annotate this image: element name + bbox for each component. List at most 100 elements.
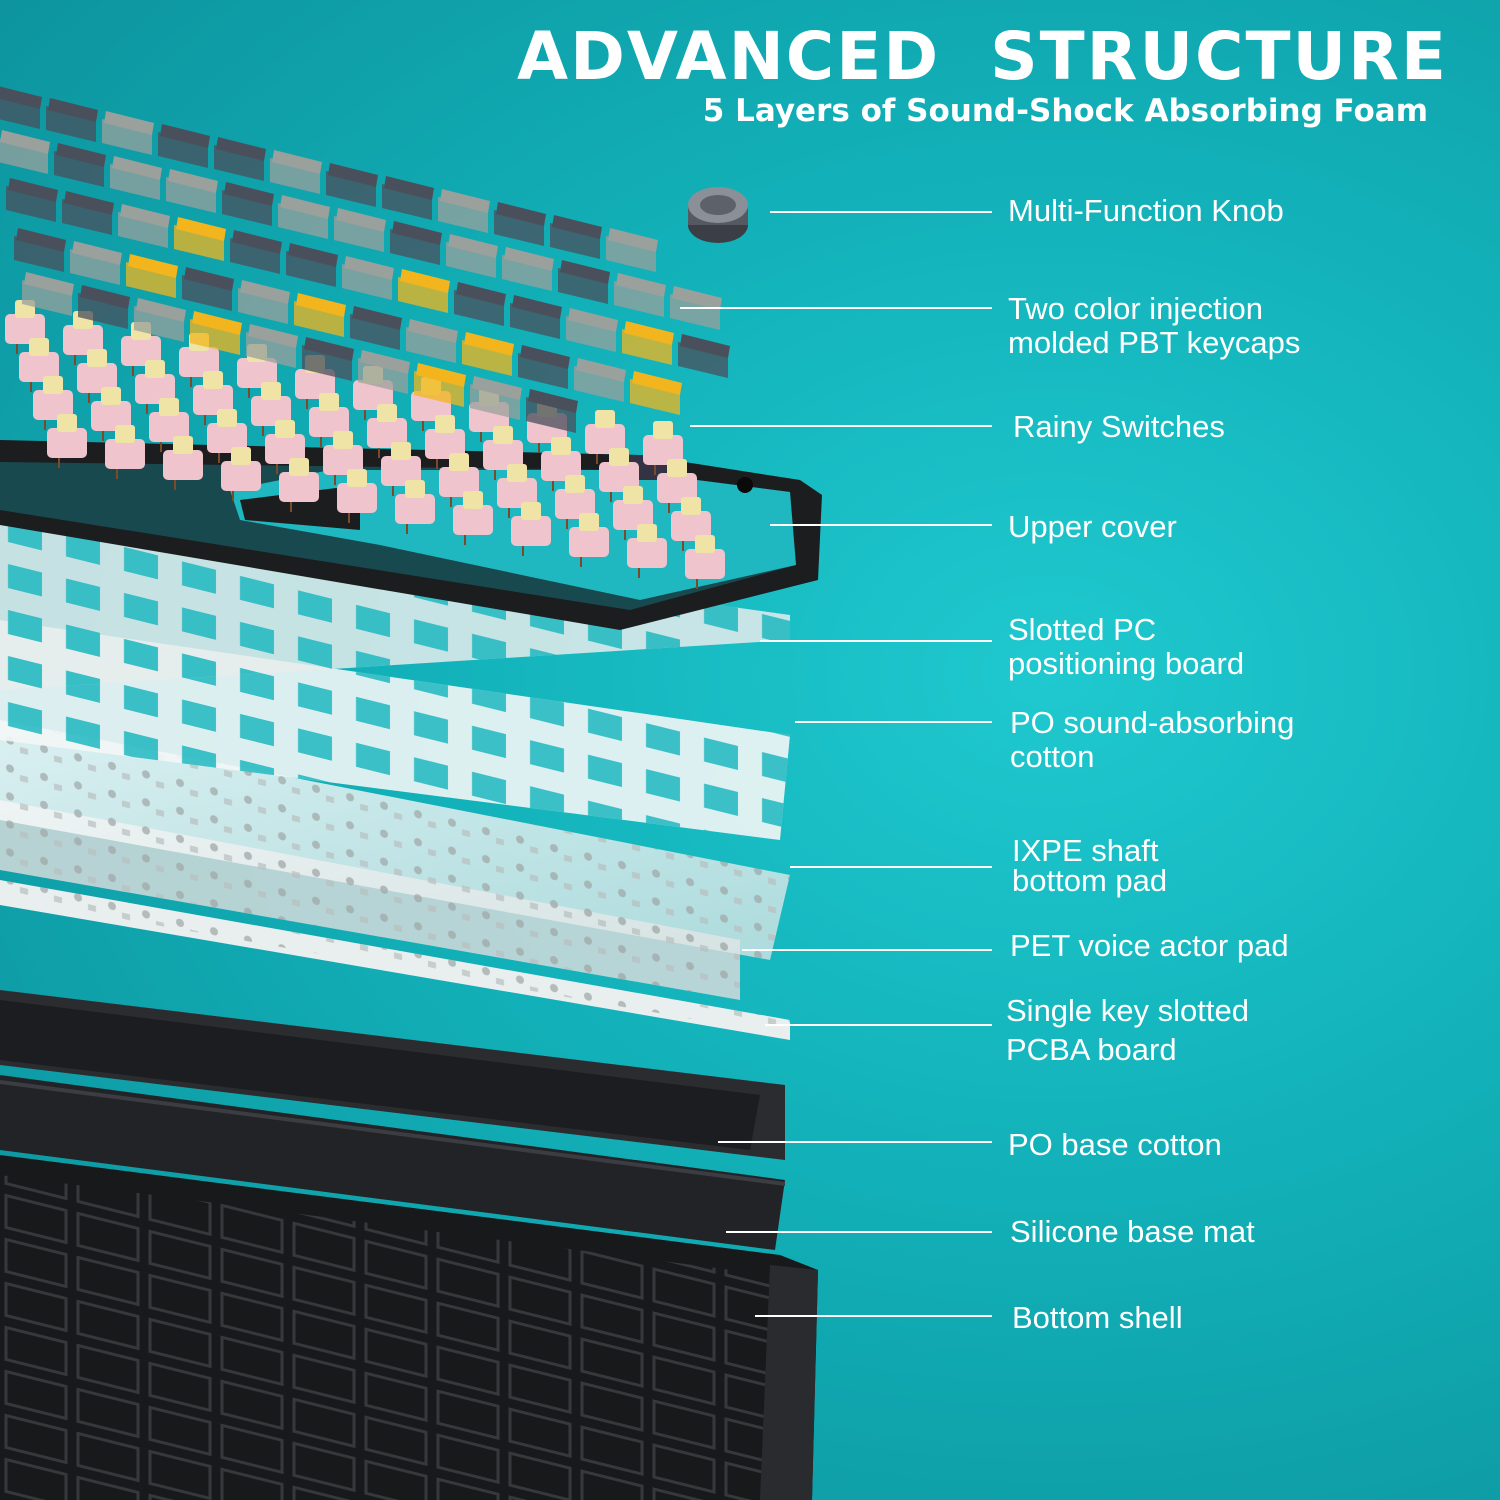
keycap — [22, 272, 74, 316]
leader-lines — [680, 211, 992, 1317]
switch — [657, 459, 697, 513]
page-subtitle: 5 Layers of Sound-Shock Absorbing Foam — [702, 93, 1428, 129]
switch — [395, 480, 435, 534]
keycap — [0, 86, 42, 129]
switch — [251, 382, 291, 436]
keycap — [62, 191, 114, 235]
switch — [135, 360, 175, 414]
switch — [279, 458, 319, 512]
keycap — [110, 156, 162, 200]
switch — [105, 425, 145, 479]
keycap — [462, 332, 514, 376]
keycap — [606, 228, 658, 272]
switch — [585, 410, 625, 464]
switch — [555, 475, 595, 529]
keycap — [382, 176, 434, 220]
switch — [149, 398, 189, 452]
keycap — [350, 306, 402, 350]
keycap — [118, 204, 170, 248]
switch — [91, 387, 131, 441]
switch — [309, 393, 349, 447]
switch — [337, 469, 377, 523]
keycap — [398, 269, 450, 313]
keycap — [334, 208, 386, 252]
keycap — [326, 163, 378, 207]
keycap — [46, 98, 98, 142]
pcba-art — [0, 880, 790, 1040]
keycap — [550, 215, 602, 259]
switch — [193, 371, 233, 425]
switch — [497, 464, 537, 518]
label-switches: Rainy Switches — [1013, 409, 1225, 444]
keycap — [230, 230, 282, 274]
label-silicone-mat: Silicone base mat — [1010, 1214, 1255, 1249]
keycap — [558, 260, 610, 304]
keycap — [0, 130, 50, 174]
switch — [19, 338, 59, 392]
silicone-mat-art — [0, 1075, 785, 1250]
keycap — [246, 324, 298, 368]
switch — [569, 513, 609, 567]
label-pet-pad: PET voice actor pad — [1010, 928, 1289, 963]
bottom-shell-art — [0, 1155, 818, 1500]
keycap — [102, 111, 154, 155]
keycap — [622, 321, 674, 365]
keycap — [214, 137, 266, 181]
keycap — [174, 217, 226, 261]
keycap — [390, 221, 442, 265]
switch — [323, 431, 363, 485]
label-knob: Multi-Function Knob — [1008, 193, 1284, 228]
keycap — [342, 256, 394, 300]
keycap — [134, 298, 186, 342]
keycap — [406, 319, 458, 363]
keycap — [414, 363, 466, 407]
switch — [627, 524, 667, 578]
switch — [33, 376, 73, 430]
keycap — [190, 311, 242, 355]
keycap — [270, 150, 322, 194]
keycap — [302, 337, 354, 381]
label-bottom-shell: Bottom shell — [1012, 1300, 1183, 1335]
switch — [599, 448, 639, 502]
keycap — [518, 345, 570, 389]
keycap — [494, 202, 546, 246]
keycap — [470, 376, 522, 420]
keycap — [286, 243, 338, 287]
keycap — [510, 295, 562, 339]
keycap — [158, 124, 210, 168]
keycap — [614, 273, 666, 317]
switch — [439, 453, 479, 507]
page-title: ADVANCED STRUCTURE — [517, 18, 1448, 95]
switch — [265, 420, 305, 474]
switch — [685, 535, 725, 589]
switch — [47, 414, 87, 468]
keycap — [526, 389, 578, 433]
switch — [483, 426, 523, 480]
keycap — [70, 241, 122, 285]
keycap — [238, 280, 290, 324]
switch — [163, 436, 203, 490]
keycap — [294, 293, 346, 337]
keycap — [630, 371, 682, 415]
keycap — [126, 254, 178, 298]
switch — [207, 409, 247, 463]
switches-art — [5, 300, 725, 589]
keycap — [222, 182, 274, 226]
switch — [643, 421, 683, 475]
keycap — [566, 308, 618, 352]
keycap — [278, 195, 330, 239]
keycap — [358, 350, 410, 394]
label-base-cotton: PO base cotton — [1008, 1127, 1222, 1162]
switch — [541, 437, 581, 491]
switch — [671, 497, 711, 551]
switch — [381, 442, 421, 496]
keycap — [78, 285, 130, 329]
keycap — [574, 358, 626, 402]
